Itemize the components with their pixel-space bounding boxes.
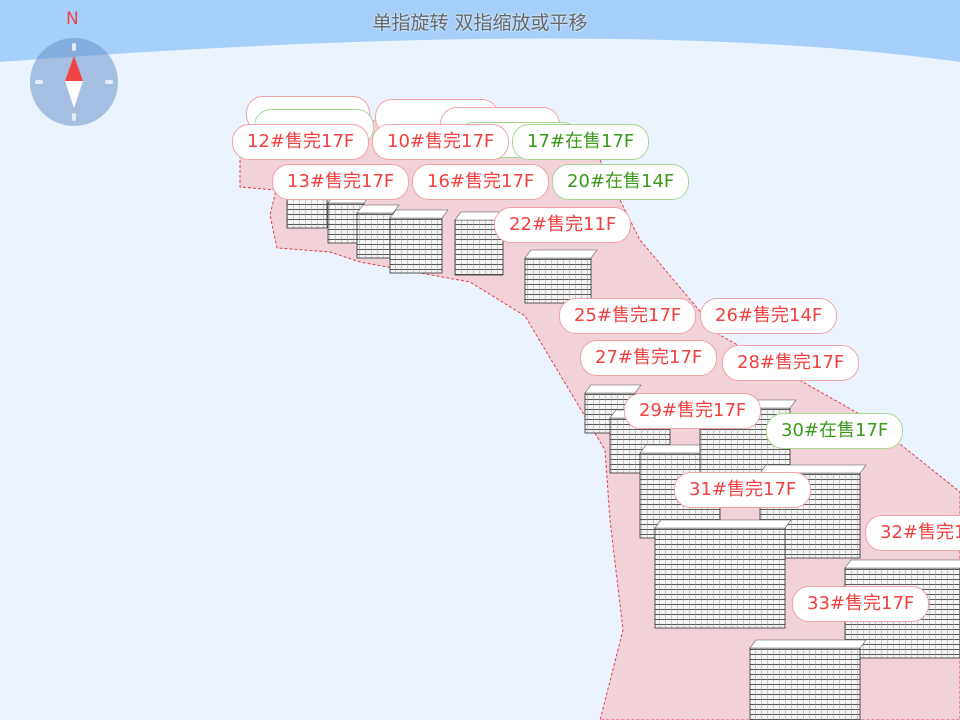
building-block — [524, 257, 592, 304]
building-label[interactable]: 12#售完17F — [232, 124, 370, 160]
building-label[interactable]: 20#在售14F — [552, 164, 690, 200]
building-label[interactable]: 17#在售17F — [512, 124, 650, 160]
building-roof — [654, 519, 792, 529]
building-block — [389, 217, 443, 274]
compass-tick — [35, 80, 43, 84]
building-label[interactable]: 26#售完14F — [700, 298, 838, 334]
building-label[interactable]: 13#售完17F — [272, 164, 410, 200]
building-roof — [749, 639, 867, 649]
building-roof — [389, 209, 449, 219]
compass-tick — [72, 43, 76, 51]
building-label[interactable]: 22#售完11F — [494, 207, 632, 243]
building-block — [356, 212, 394, 259]
building-block — [654, 527, 786, 629]
compass-icon[interactable] — [30, 38, 118, 126]
building-label[interactable]: 27#售完17F — [580, 340, 718, 376]
building-label[interactable]: 28#售完17F — [722, 345, 860, 381]
building-roof — [524, 249, 598, 259]
building-label[interactable]: 33#售完17F — [792, 586, 930, 622]
building-roof — [844, 559, 960, 569]
building-roof — [584, 384, 642, 394]
building-roof — [759, 464, 867, 474]
building-block — [749, 647, 861, 720]
compass-tick — [105, 80, 113, 84]
building-label[interactable]: 29#售完17F — [624, 393, 762, 429]
compass-tick — [72, 113, 76, 121]
building-label[interactable]: 30#在售17F — [766, 413, 904, 449]
building-label[interactable]: 32#售完17F — [865, 515, 960, 551]
north-label: N — [66, 9, 79, 29]
building-label[interactable]: 25#售完17F — [559, 298, 697, 334]
building-label[interactable]: 31#售完17F — [674, 472, 812, 508]
building-roof — [356, 204, 400, 214]
compass-needle-icon — [65, 56, 83, 108]
building-label[interactable]: 16#售完17F — [412, 164, 550, 200]
building-label[interactable]: 10#售完17F — [372, 124, 510, 160]
gesture-hint: 单指旋转 双指缩放或平移 — [372, 12, 588, 34]
